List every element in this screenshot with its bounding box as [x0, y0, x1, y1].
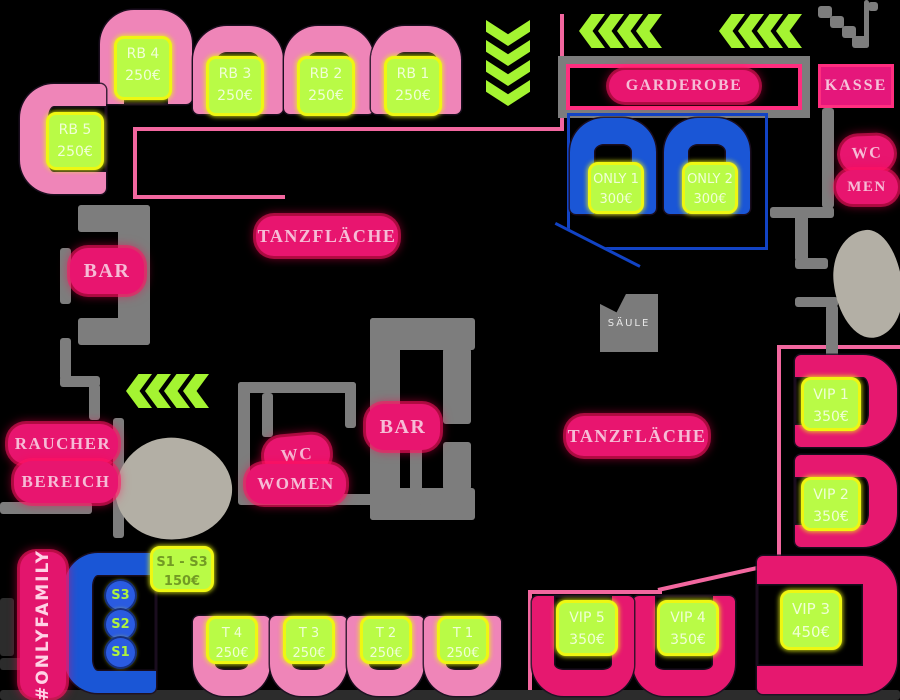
wall	[60, 248, 71, 304]
wall	[0, 598, 14, 656]
garderobe-label: GARDEROBE	[609, 70, 759, 102]
wall	[822, 108, 834, 208]
boundary-line	[133, 127, 137, 199]
arrow-left-icon	[126, 374, 209, 408]
seat-s2[interactable]: S2	[106, 610, 135, 639]
onlyfamily-banner: #ONLYFAMILY	[20, 549, 66, 700]
bar-label-1: BAR	[70, 248, 144, 294]
wall	[370, 318, 475, 350]
wall	[89, 384, 100, 420]
boundary-line	[777, 345, 781, 567]
seat-s1[interactable]: S1	[106, 638, 135, 667]
wall	[795, 297, 838, 307]
only-area-outline	[567, 113, 768, 250]
wall	[770, 207, 834, 218]
seat-s3[interactable]: S3	[106, 581, 135, 610]
wc-men-label-wc: WC	[839, 135, 895, 173]
arrow-left-icon	[719, 14, 802, 48]
wall	[60, 338, 71, 380]
wall	[0, 502, 92, 514]
bar-label-2: BAR	[366, 404, 440, 450]
boundary-line	[777, 345, 900, 349]
wc-men-label-men: MEN	[836, 170, 898, 204]
boundary-line	[133, 127, 563, 131]
wall	[345, 382, 356, 428]
wall	[78, 318, 150, 345]
wall	[443, 348, 471, 424]
kasse-label: KASSE	[818, 64, 894, 108]
wc-women-label-women: WOMEN	[246, 464, 346, 504]
wall	[238, 382, 250, 500]
arrow-left-icon	[579, 14, 662, 48]
wall	[795, 258, 828, 269]
boundary-line	[133, 195, 285, 199]
wall	[262, 393, 273, 437]
wall	[443, 442, 471, 490]
booth-s-group[interactable]	[64, 553, 156, 693]
wall	[238, 382, 356, 393]
tanzflaeche-label-1: TANZFLÄCHE	[256, 216, 398, 256]
plant-blob	[109, 430, 239, 548]
rock-blob	[828, 226, 900, 342]
boundary-line	[530, 590, 662, 594]
boundary-line	[528, 590, 532, 696]
arrow-down-icon	[486, 20, 530, 106]
raucher-bereich-label-1: RAUCHER	[8, 424, 118, 464]
booth-vip-3[interactable]	[757, 556, 897, 694]
booth-rb-5[interactable]	[20, 84, 106, 194]
raucher-bereich-label-2: BEREICH	[14, 461, 118, 503]
wall	[60, 376, 100, 387]
wall	[795, 215, 808, 261]
tanzflaeche-label-2: TANZFLÄCHE	[566, 416, 708, 456]
